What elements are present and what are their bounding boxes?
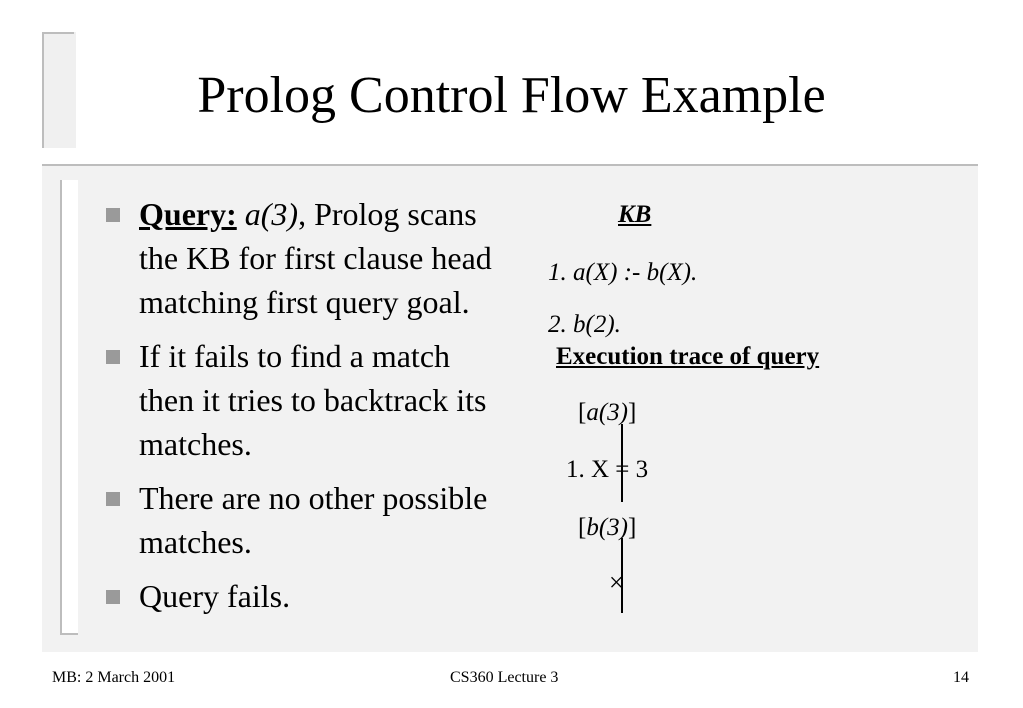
content-panel <box>42 164 978 652</box>
trace-goal-2-text: b(3) <box>586 514 628 541</box>
square-bullet-icon <box>106 492 120 506</box>
query-goal: a(3) <box>244 196 299 232</box>
bullet-item: Query fails. <box>104 574 504 618</box>
bullet-item: There are no other possible matches. <box>104 476 504 564</box>
bullet-item: If it fails to find a match then it trie… <box>104 334 504 466</box>
bullet-text: Query fails. <box>139 578 291 614</box>
trace-heading: Execution trace of query <box>556 343 820 370</box>
kb-clause-1: 1. a(X) :- b(X). <box>548 259 698 286</box>
square-bullet-icon <box>106 590 120 604</box>
trace-goal-1: [a(3)] <box>578 399 637 426</box>
bullet-list: Query: a(3), Prolog scans the KB for fir… <box>104 192 504 628</box>
bullet-text: There are no other possible matches. <box>139 480 488 560</box>
footer-page-number: 14 <box>953 669 969 686</box>
bullet-text: , Prolog scans the KB for first clause h… <box>139 196 492 320</box>
trace-goal-1-text: a(3) <box>586 399 628 426</box>
trace-binding: 1. X = 3 <box>566 456 649 483</box>
panel-edge-decoration <box>60 180 78 635</box>
title-decoration <box>42 32 76 148</box>
square-bullet-icon <box>106 350 120 364</box>
bullet-item: Query: a(3), Prolog scans the KB for fir… <box>104 192 504 324</box>
trace-connector-2 <box>621 538 623 613</box>
kb-heading: KB <box>618 201 652 228</box>
slide-title: Prolog Control Flow Example <box>197 67 826 124</box>
footer-course: CS360 Lecture 3 <box>450 669 559 686</box>
footer-date: MB: 2 March 2001 <box>52 669 176 686</box>
fail-cross-icon: × <box>609 568 624 597</box>
kb-clause-2: 2. b(2). <box>548 311 621 338</box>
query-label: Query: <box>139 196 237 232</box>
square-bullet-icon <box>106 208 120 222</box>
trace-goal-2: [b(3)] <box>578 514 637 541</box>
bullet-text: If it fails to find a match then it trie… <box>139 338 487 462</box>
trace-connector-1 <box>621 424 623 502</box>
